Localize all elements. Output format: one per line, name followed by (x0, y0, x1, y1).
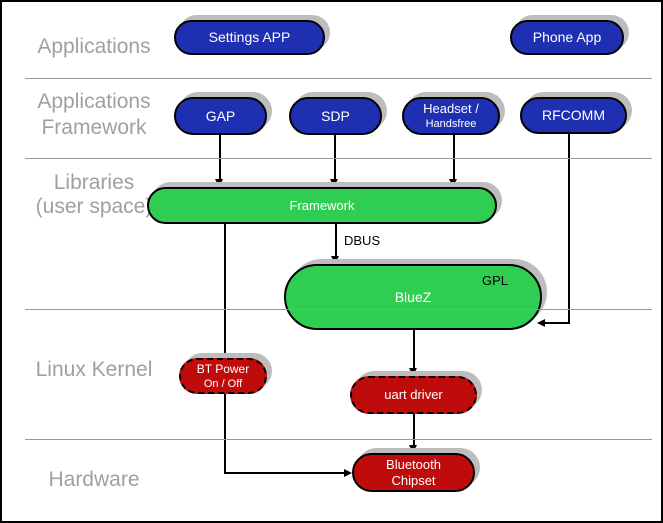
connector-btpower-chipset (224, 472, 345, 474)
connector-rfcomm-down (568, 134, 570, 324)
node-label: SDP (321, 107, 350, 124)
node-bluetooth-chipset: Bluetooth Chipset (352, 453, 475, 492)
connector-framework-btpower-chipset (224, 224, 226, 474)
node-bluez: BlueZ (284, 264, 542, 330)
layer-label-applications: Applications (37, 35, 151, 58)
node-label: Settings APP (208, 29, 291, 45)
node-label-line: Handsfree (425, 118, 477, 130)
connector-uart-chipset (413, 414, 415, 447)
layer-label-linux-kernel: Linux Kernel (35, 358, 153, 381)
node-label-line: BT Power (196, 361, 250, 376)
connector-framework-bluez (335, 224, 337, 258)
node-label: Phone App (532, 29, 602, 45)
arrowhead-headset-framework (449, 179, 457, 187)
connector-bluez-uart (413, 330, 415, 370)
layer-label-applications-framework: Applications Framework (14, 89, 174, 141)
layer-label-line: (user space) (35, 195, 153, 218)
node-label: Framework (289, 197, 355, 213)
node-label-line: Chipset (391, 472, 436, 488)
arrowhead-rfcomm-bluez (537, 319, 545, 327)
node-headset-handsfree: Headset / Handsfree (402, 97, 500, 135)
layer-label-libraries: Libraries (user space) (14, 171, 174, 219)
layer-label-hardware: Hardware (48, 468, 140, 491)
node-bt-power: BT Power On / Off (179, 358, 267, 394)
bluez-license-label: GPL (482, 273, 509, 288)
layer-label-line: Applications (37, 90, 151, 113)
divider-framework (25, 158, 652, 159)
node-gap: GAP (174, 97, 267, 135)
node-label: RFCOMM (542, 107, 605, 123)
divider-kernel-hardware (25, 439, 652, 440)
arrowhead-gap-framework (215, 179, 223, 187)
node-settings-app: Settings APP (174, 20, 325, 55)
node-rfcomm: RFCOMM (520, 97, 627, 134)
node-label: uart driver (384, 387, 443, 402)
node-label-line: Headset / (423, 101, 479, 116)
divider-userspace-kernel (25, 309, 652, 310)
node-label-line: On / Off (203, 377, 243, 390)
dbus-edge-label: DBUS (344, 233, 381, 248)
arrowhead-sdp-framework (330, 179, 338, 187)
divider-applications (25, 78, 652, 79)
node-sdp: SDP (289, 97, 382, 135)
layer-label-line: Libraries (53, 171, 135, 194)
node-label: GAP (205, 107, 236, 124)
node-phone-app: Phone App (510, 20, 624, 55)
arrowhead-bluez-uart (409, 368, 417, 376)
arrowhead-to-chipset-left (344, 469, 352, 477)
arrowhead-framework-bluez (331, 256, 339, 264)
arrowhead-uart-chipset (409, 445, 417, 453)
node-label-line: Bluetooth (386, 456, 441, 472)
node-label: BlueZ (394, 288, 432, 305)
connector-rfcomm-bluez (544, 322, 570, 324)
node-uart-driver: uart driver (350, 376, 477, 414)
layer-label-line: Framework (41, 116, 147, 139)
node-framework: Framework (147, 187, 497, 224)
